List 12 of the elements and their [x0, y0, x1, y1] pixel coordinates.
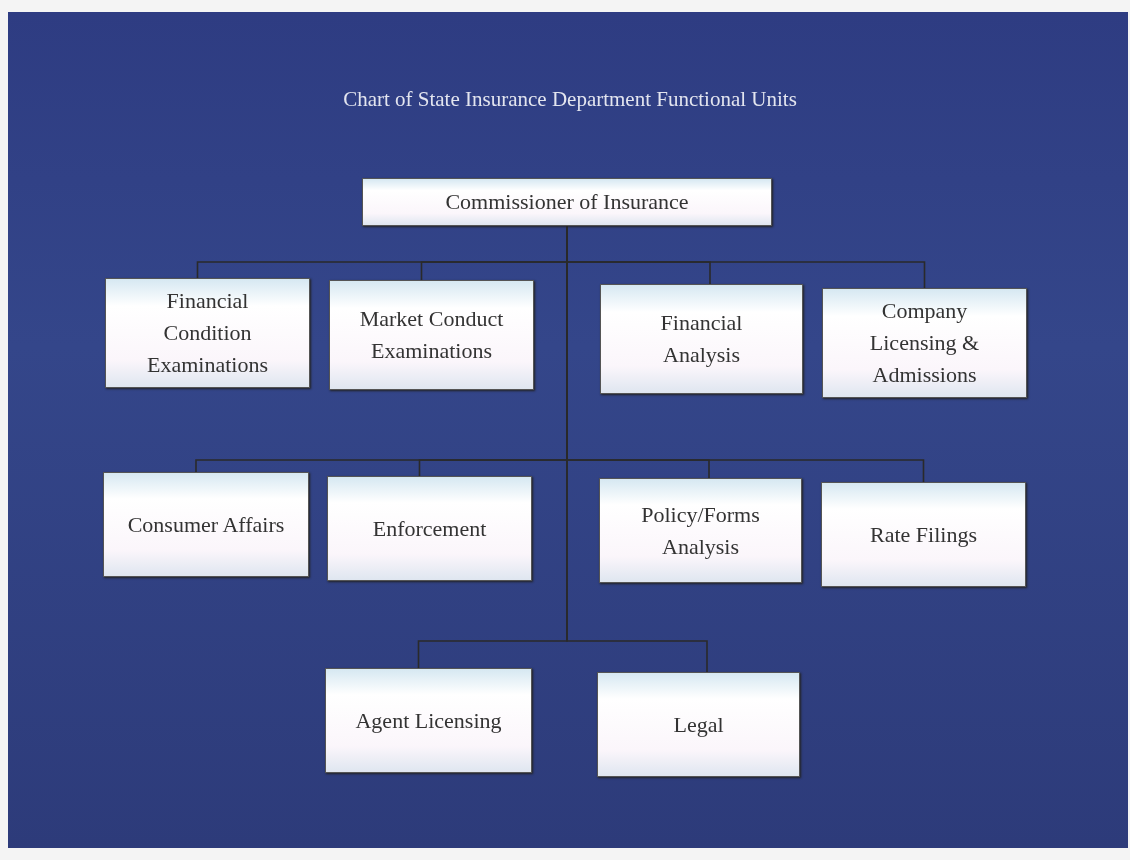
- unit-box: Legal: [597, 672, 800, 777]
- unit-box: Consumer Affairs: [103, 472, 309, 577]
- unit-box: Market Conduct Examinations: [329, 280, 534, 390]
- unit-box: Agent Licensing: [325, 668, 532, 773]
- unit-box: Commissioner of Insurance: [362, 178, 772, 226]
- unit-box: Enforcement: [327, 476, 532, 581]
- unit-box: Financial Analysis: [600, 284, 803, 394]
- unit-box: Policy/Forms Analysis: [599, 478, 802, 583]
- chart-title: Chart of State Insurance Department Functional Units: [342, 86, 798, 113]
- unit-box: Rate Filings: [821, 482, 1026, 587]
- unit-box: Company Licensing & Admissions: [822, 288, 1027, 398]
- unit-box: Financial Condition Examinations: [105, 278, 310, 388]
